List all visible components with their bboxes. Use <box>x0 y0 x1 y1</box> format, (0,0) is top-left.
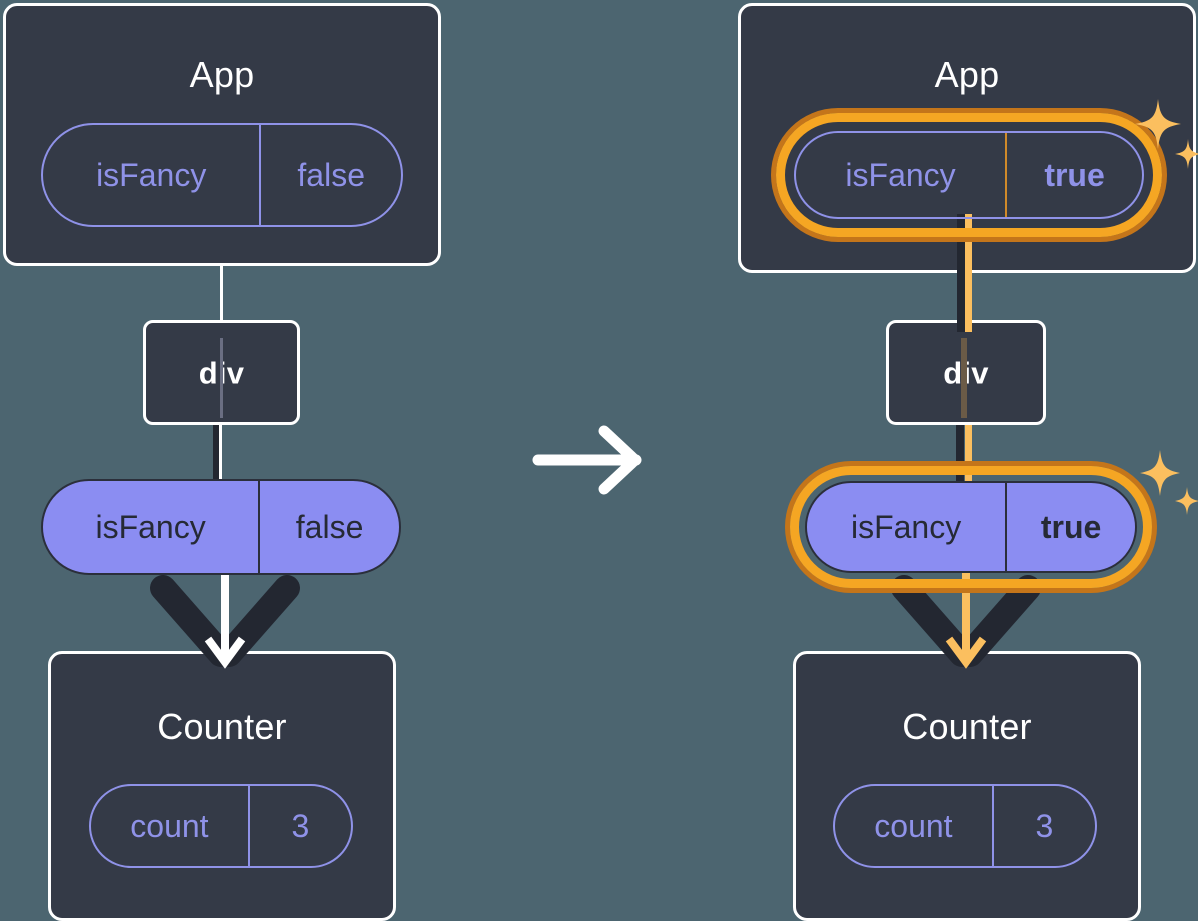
prop-value-before: false <box>295 509 364 545</box>
connector-app-to-div-before <box>220 258 223 326</box>
app-title-after: App <box>934 54 1000 95</box>
prop-flow-arrow-before <box>145 570 305 680</box>
connector-inside-div-before <box>220 338 223 418</box>
panel-after: App isFancy true div isFancy true <box>599 0 1198 921</box>
prop-key-before: isFancy <box>95 509 206 545</box>
app-prop-pill-after: isFancy true <box>794 131 1144 219</box>
counter-state-divider-after <box>991 786 994 866</box>
connector-app-to-div-after <box>957 214 965 332</box>
counter-state-key-after: count <box>874 808 953 844</box>
counter-state-key-before: count <box>130 808 209 844</box>
connector-app-to-div-highlight-after <box>965 214 972 332</box>
app-prop-value-before: false <box>297 157 365 193</box>
app-title-before: App <box>189 54 255 95</box>
counter-state-pill-after: count 3 <box>833 784 1097 868</box>
counter-title-before: Counter <box>157 706 287 747</box>
app-prop-value-after: true <box>1044 157 1105 193</box>
prop-divider-before <box>258 481 261 573</box>
prop-key-after: isFancy <box>850 509 962 545</box>
connector-inside-div-after <box>961 338 967 418</box>
prop-value-after: true <box>1040 509 1102 545</box>
counter-component-box-before: Counter <box>48 651 396 921</box>
connector-div-to-prop-highlight-after <box>965 424 972 490</box>
connector-div-to-prop-before <box>213 424 221 486</box>
sparkle-icon-prop-after <box>1139 447 1198 519</box>
prop-pill-before: isFancy false <box>41 479 401 575</box>
counter-title-after: Counter <box>902 706 1032 747</box>
counter-state-pill-before: count 3 <box>89 784 353 868</box>
app-prop-highlight-ring-after <box>776 113 1162 237</box>
transition-arrow-right-icon <box>530 425 650 495</box>
prop-highlight-ring-after <box>790 466 1152 588</box>
panel-before: App isFancy false div isFancy false <box>3 3 441 921</box>
prop-pill-after: isFancy true <box>805 481 1137 573</box>
app-prop-pill-before: isFancy false <box>41 123 403 227</box>
app-prop-key-before: isFancy <box>96 157 207 193</box>
app-prop-divider-before <box>259 125 262 225</box>
counter-state-value-after: 3 <box>1035 808 1054 844</box>
connector-div-to-prop-after <box>956 424 964 490</box>
counter-state-divider-before <box>247 786 250 866</box>
app-prop-key-after: isFancy <box>845 157 956 193</box>
prop-divider-after <box>1005 483 1008 571</box>
connector-div-to-prop-highlight-before <box>219 424 222 486</box>
counter-state-value-before: 3 <box>291 808 310 844</box>
sparkle-icon-app-after <box>1134 95 1198 175</box>
app-prop-divider-after <box>1005 133 1008 217</box>
